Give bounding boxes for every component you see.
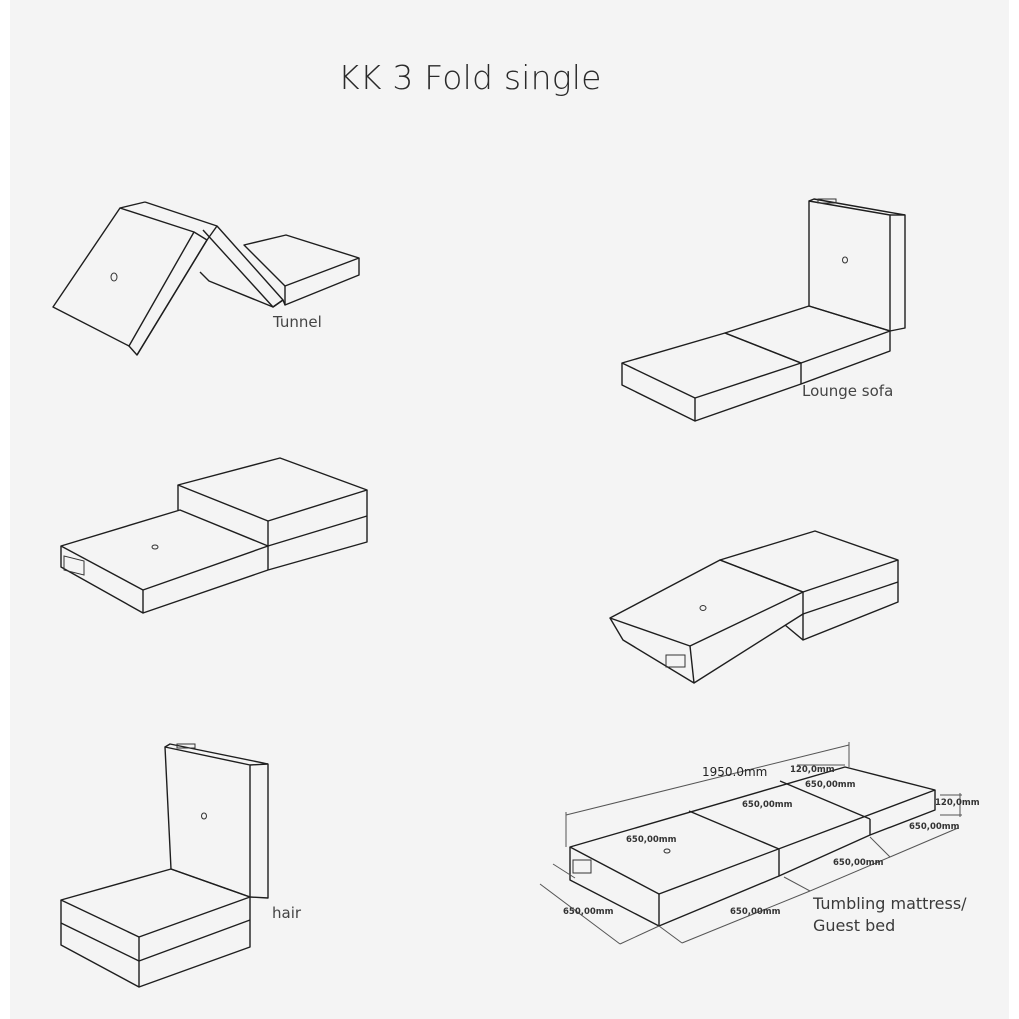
handle-hole-icon — [110, 272, 118, 282]
label-mattress: Tumbling mattress/ Guest bed — [813, 893, 967, 937]
ramp-illustration — [609, 530, 899, 684]
label-mattress-line2: Guest bed — [813, 916, 896, 935]
tunnel-illustration — [52, 201, 360, 356]
label-tunnel: Tunnel — [273, 313, 322, 331]
dim-segment-top-2: 650,00mm — [742, 800, 793, 810]
dim-segment-bottom-2: 650,00mm — [833, 858, 884, 868]
lounge-sofa-illustration — [621, 198, 906, 422]
dim-segment-top-3: 650,00mm — [805, 780, 856, 790]
label-lounge-sofa: Lounge sofa — [802, 382, 894, 400]
dim-segment-top-1: 650,00mm — [626, 835, 677, 845]
label-chair: hair — [272, 904, 302, 922]
handle-hole-icon — [699, 605, 707, 611]
dim-segment-bottom-1: 650,00mm — [730, 907, 781, 917]
mattress-illustration — [539, 742, 962, 945]
label-mattress-line1: Tumbling mattress/ — [813, 894, 967, 913]
page-title: KK 3 Fold single — [338, 58, 602, 97]
handle-hole-icon — [151, 544, 159, 550]
handle-hole-icon — [201, 812, 207, 820]
handle-hole-icon — [663, 848, 671, 854]
step-illustration — [60, 457, 368, 614]
dim-total-length: 1950.0mm — [702, 765, 768, 779]
handle-hole-icon — [842, 256, 848, 264]
dim-thickness-right: 120,0mm — [935, 798, 980, 808]
diagram-canvas — [10, 0, 1009, 1019]
dim-segment-right-1: 650,00mm — [909, 822, 960, 832]
dim-thickness-top: 120,0mm — [790, 765, 835, 775]
chair-illustration — [60, 743, 269, 988]
dim-width: 650,00mm — [563, 907, 614, 917]
